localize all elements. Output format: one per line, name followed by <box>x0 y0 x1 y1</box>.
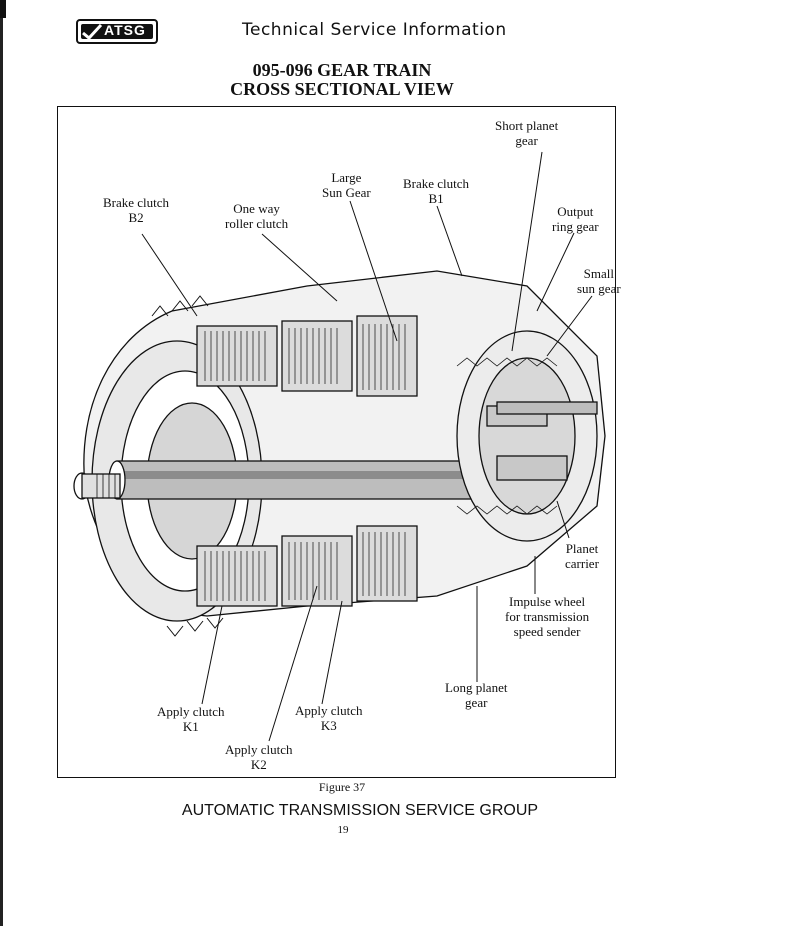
atsg-logo: ATSG <box>76 19 158 44</box>
gear-train-illustration <box>73 151 606 742</box>
page-number: 19 <box>337 824 349 836</box>
check-icon <box>82 23 103 41</box>
logo-text: ATSG <box>104 22 146 38</box>
figure-caption: Figure 37 <box>318 780 366 794</box>
page-edge-mark <box>0 0 6 18</box>
footer-organization: AUTOMATIC TRANSMISSION SERVICE GROUP <box>181 802 539 819</box>
document-subtitle: CROSS SECTIONAL VIEW <box>230 79 454 99</box>
page-edge <box>0 0 3 926</box>
document-title: 095-096 GEAR TRAIN <box>252 60 432 80</box>
figure-frame <box>57 106 616 778</box>
header-title: Technical Service Information <box>242 20 507 40</box>
